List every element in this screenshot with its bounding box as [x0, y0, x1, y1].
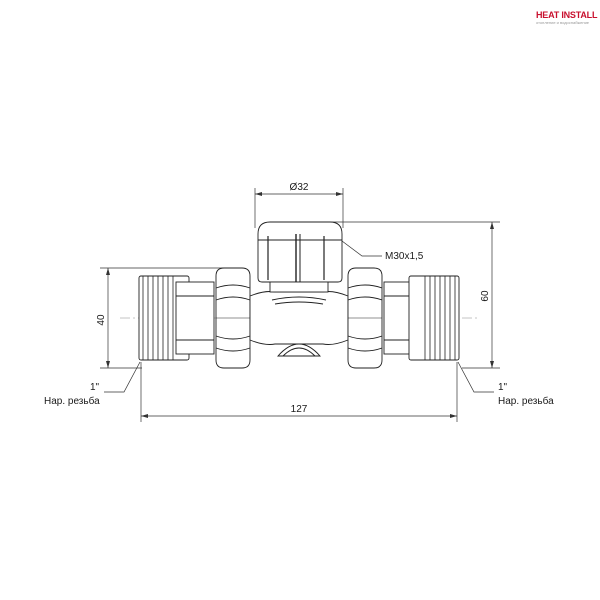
- right-threaded-end: [383, 275, 460, 361]
- left-threaded-end: [138, 275, 215, 361]
- left-thread-size-label: 1": [90, 382, 100, 393]
- cap-thread-label: M30x1,5: [385, 251, 424, 262]
- valve-body: [249, 291, 349, 357]
- cap-diameter-label: Ø32: [290, 182, 309, 193]
- dimension-lines: [100, 188, 500, 422]
- valve-cap: [257, 221, 343, 293]
- body-height-label: 40: [96, 314, 107, 326]
- brand-tagline: отопление и водоснабжение: [536, 20, 590, 25]
- dimension-arrows: [106, 192, 494, 418]
- brand-name: HEAT INSTALL: [536, 10, 598, 20]
- right-thread-size-label: 1": [498, 382, 508, 393]
- total-length-label: 127: [291, 404, 308, 415]
- left-hex-nut: [215, 267, 251, 369]
- left-thread-type-label: Нар. резьба: [44, 395, 100, 407]
- right-hex-nut: [347, 267, 383, 369]
- right-thread-type-label: Нар. резьба: [498, 395, 554, 407]
- brand-logo: HEAT INSTALL отопление и водоснабжение: [536, 10, 598, 25]
- total-height-label: 60: [480, 290, 491, 302]
